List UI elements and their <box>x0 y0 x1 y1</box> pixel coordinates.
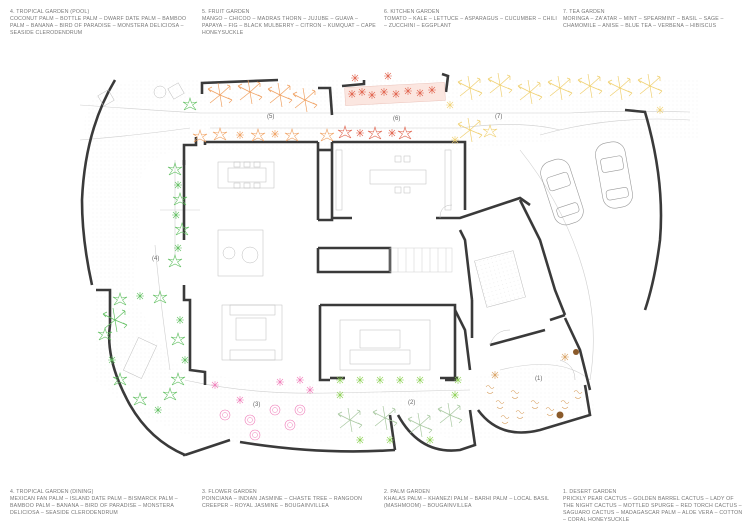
interior-furniture <box>97 82 576 381</box>
legend-plants: Moringa – Za'atar – Mint – Spearmint – B… <box>563 16 724 29</box>
legend-desert: 1. Desert Garden Prickly Pear Cactus – G… <box>563 489 743 524</box>
garden-ground <box>84 78 700 444</box>
legend-tropical-pool: 4. Tropical Garden (Pool) Coconut Palm –… <box>10 9 190 37</box>
legend-title: 1. Desert Garden <box>563 489 617 495</box>
legend-tea: 7. Tea Garden Moringa – Za'atar – Mint –… <box>563 9 738 30</box>
kitchen-garden-plants <box>337 71 446 140</box>
legend-plants: Khalas Palm – Khanezi Palm – Barhi Palm … <box>384 496 550 509</box>
legend-title: 5. Fruit Garden <box>202 9 250 15</box>
legend-plants: Mexican Fan Palm – Island Date Palm – Bi… <box>10 496 178 516</box>
building-walls <box>80 72 663 457</box>
legend-kitchen: 6. Kitchen Garden Tomato – Kale – Lettuc… <box>384 9 559 30</box>
legend-tropical-dining: 4. Tropical Garden (Dining) Mexican Fan … <box>10 489 190 517</box>
legend-title: 7. Tea Garden <box>563 9 605 15</box>
legend-title: 4. Tropical Garden (Pool) <box>10 9 90 15</box>
legend-plants: Poinciana – Indian Jasmine – Chaste Tree… <box>202 496 363 509</box>
legend-title: 4. Tropical Garden (Dining) <box>10 489 94 495</box>
zone-label-7: (7) <box>495 114 502 120</box>
zone-label-5: (5) <box>267 114 274 120</box>
desert-garden-plants <box>485 349 583 424</box>
legend-flower: 3. Flower Garden Poinciana – Indian Jasm… <box>202 489 377 510</box>
zone-label-1: (1) <box>535 376 542 382</box>
legend-fruit: 5. Fruit Garden Mango – Chicoo – Madras … <box>202 9 377 37</box>
legend-plants: Mango – Chicoo – Madras Thorn – Jujube –… <box>202 16 376 36</box>
legend-palm: 2. Palm Garden Khalas Palm – Khanezi Pal… <box>384 489 559 510</box>
zone-label-4: (4) <box>152 256 159 262</box>
legend-title: 6. Kitchen Garden <box>384 9 440 15</box>
legend-title: 3. Flower Garden <box>202 489 257 495</box>
zone-label-6: (6) <box>393 116 400 122</box>
legend-plants: Prickly Pear Cactus – Golden Barrel Cact… <box>563 496 743 523</box>
zone-label-3: (3) <box>253 402 260 408</box>
parked-cars <box>540 141 633 226</box>
legend-title: 2. Palm Garden <box>384 489 430 495</box>
zone-label-2: (2) <box>408 400 415 406</box>
legend-plants: Coconut Palm – Bottle Palm – Dwarf Date … <box>10 16 187 36</box>
legend-plants: Tomato – Kale – Lettuce – Asparagus – Cu… <box>384 16 557 29</box>
